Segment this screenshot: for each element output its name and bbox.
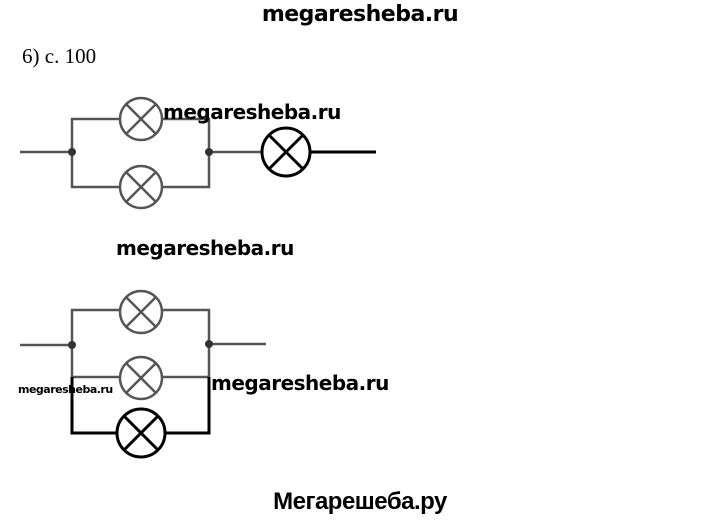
junction-dot bbox=[205, 340, 213, 348]
junction-dot bbox=[68, 341, 76, 349]
header-watermark: megaresheba.ru bbox=[261, 2, 459, 27]
circuit-1 bbox=[20, 117, 376, 189]
watermark: megaresheba.ru bbox=[211, 371, 389, 395]
lamp-icon bbox=[115, 407, 167, 459]
junction-dot bbox=[205, 148, 213, 156]
lamp-icon bbox=[118, 355, 164, 401]
footer-watermark: Мегарешеба.ру bbox=[273, 488, 447, 515]
lamp-icon bbox=[260, 126, 312, 178]
watermark: megaresheba.ru bbox=[116, 236, 294, 260]
junction-dot bbox=[68, 148, 76, 156]
problem-label: 6) с. 100 bbox=[22, 44, 97, 68]
lamp-icon bbox=[118, 164, 164, 210]
watermark: megaresheba.ru bbox=[18, 383, 113, 396]
lamp-icon bbox=[118, 289, 164, 335]
watermark: megaresheba.ru bbox=[163, 100, 341, 124]
lamp-icon bbox=[118, 96, 164, 142]
circuit-2 bbox=[20, 308, 266, 435]
